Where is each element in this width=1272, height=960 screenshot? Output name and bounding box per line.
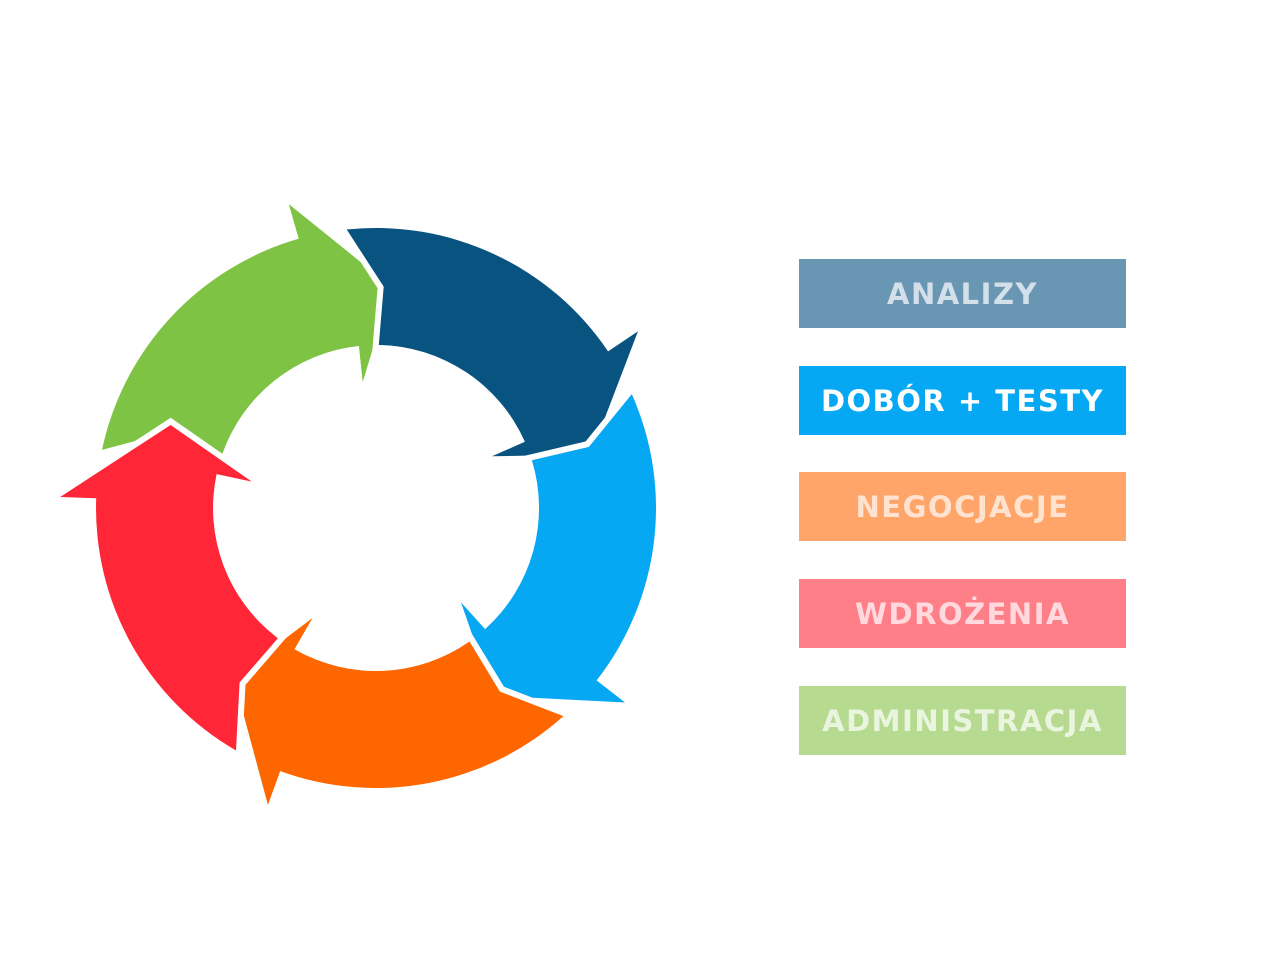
step-button-dobor-testy[interactable]: DOBÓR + TESTY bbox=[799, 366, 1126, 435]
cycle-diagram bbox=[40, 204, 662, 825]
cycle-arrow-top-wdrozenia bbox=[40, 417, 287, 761]
step-button-analizy[interactable]: ANALIZY bbox=[799, 259, 1126, 328]
step-label: ANALIZY bbox=[887, 276, 1038, 311]
step-label: DOBÓR + TESTY bbox=[820, 383, 1105, 418]
step-label: NEGOCJACJE bbox=[855, 489, 1070, 524]
step-button-wdrozenia[interactable]: WDROŻENIA bbox=[799, 579, 1126, 648]
cycle-arrow-top-dobor-testy bbox=[455, 382, 662, 710]
cycle-arrow-top-analizy bbox=[336, 221, 651, 463]
step-button-negocjacje[interactable]: NEGOCJACJE bbox=[799, 472, 1126, 541]
step-button-administracja[interactable]: ADMINISTRACJA bbox=[799, 686, 1126, 755]
cycle-arrow-fill-administracja bbox=[102, 204, 392, 455]
step-label: ADMINISTRACJA bbox=[822, 703, 1103, 738]
step-label: WDROŻENIA bbox=[855, 596, 1070, 631]
cycle-arrow-top-negocjacje bbox=[226, 613, 575, 825]
